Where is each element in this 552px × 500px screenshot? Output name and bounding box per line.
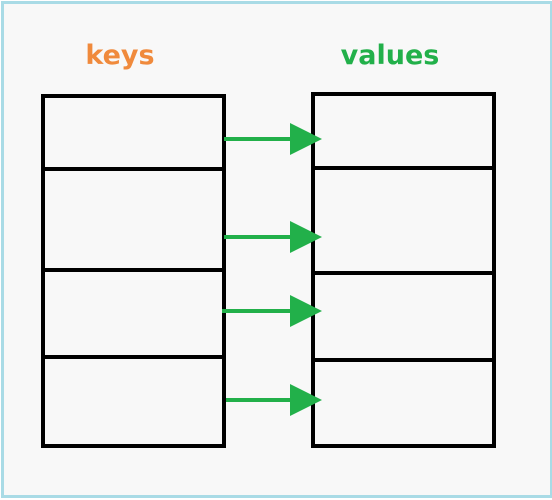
arrows	[222, 123, 322, 416]
values-box	[311, 92, 496, 448]
values-label: values	[340, 40, 440, 71]
values-column	[311, 92, 496, 448]
keys-label: keys	[85, 40, 155, 71]
keys-column	[41, 94, 226, 448]
